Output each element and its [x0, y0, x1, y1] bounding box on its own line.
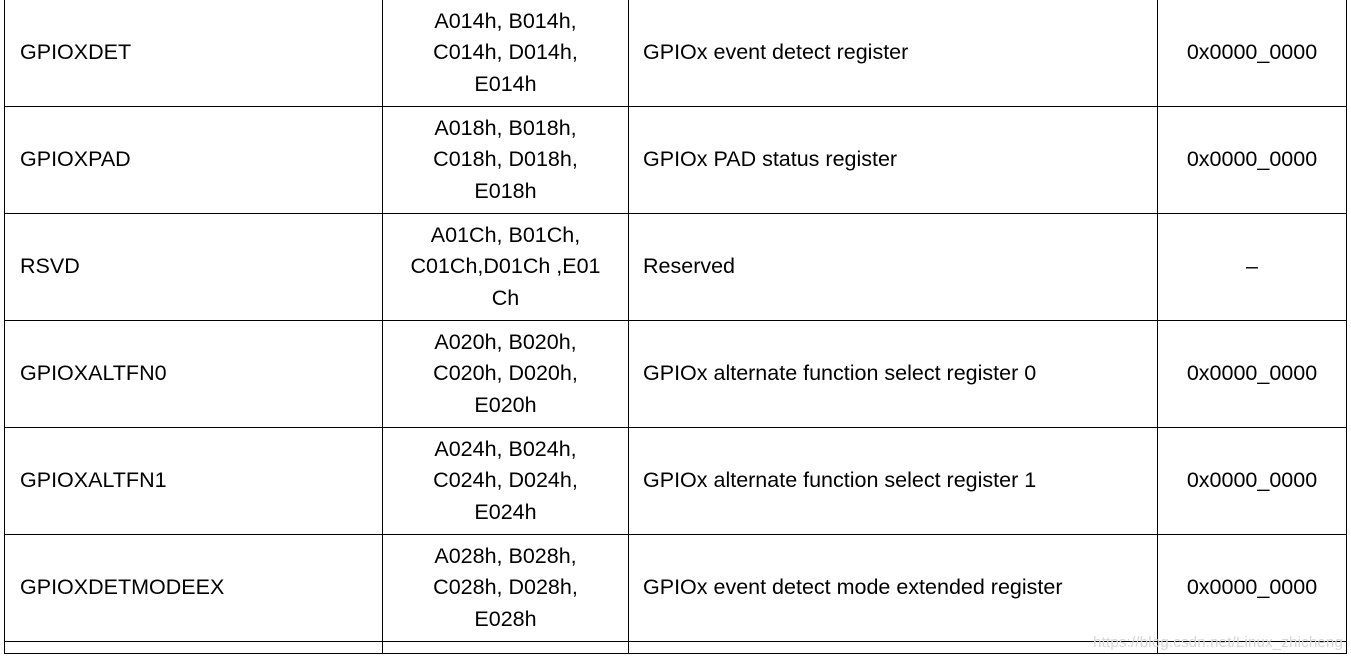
register-description-cell: GPIOx alternate function select register… — [628, 320, 1158, 428]
register-address-cell: A028h, B028h, C028h, D028h, E028h — [382, 534, 629, 642]
register-name-cell: GPIOXDET — [4, 0, 383, 107]
table-row: GPIOXPAD A018h, B018h, C018h, D018h, E018h… — [4, 106, 1347, 214]
address-line: C014h, D014h, — [433, 40, 578, 65]
address-line: E020h — [474, 392, 537, 417]
address-line: E028h — [474, 606, 537, 631]
register-name-cell: GPIOXDETMODEEX — [4, 534, 383, 642]
address-line: C01Ch,D01Ch ,E01 — [410, 254, 601, 279]
register-name-cell: GPIOXPAD — [4, 106, 383, 214]
register-reset-value-cell: 0x0000_0000 — [1157, 320, 1347, 428]
address-line: A018h, B018h, — [434, 115, 577, 140]
table-cell-empty — [628, 641, 1158, 654]
address-line: A014h, B014h, — [434, 8, 577, 33]
register-address-cell: A014h, B014h, C014h, D014h, E014h — [382, 0, 629, 107]
table-row-partial — [4, 641, 1347, 654]
register-address-cell: A024h, B024h, C024h, D024h, E024h — [382, 427, 629, 535]
register-reset-value-cell: – — [1157, 213, 1347, 321]
register-name-cell: GPIOXALTFN0 — [4, 320, 383, 428]
register-description-cell: Reserved — [628, 213, 1158, 321]
register-table: GPIOXDET A014h, B014h, C014h, D014h, E014h… — [4, 0, 1347, 654]
register-reset-value-cell: 0x0000_0000 — [1157, 106, 1347, 214]
register-reset-value-cell: 0x0000_0000 — [1157, 427, 1347, 535]
register-address-cell: A020h, B020h, C020h, D020h, E020h — [382, 320, 629, 428]
register-description-cell: GPIOx alternate function select register… — [628, 427, 1158, 535]
register-reset-value-cell: 0x0000_0000 — [1157, 0, 1347, 107]
register-address-cell: A018h, B018h, C018h, D018h, E018h — [382, 106, 629, 214]
address-line: A020h, B020h, — [434, 329, 577, 354]
address-line: A01Ch, B01Ch, — [430, 222, 581, 247]
address-line: C024h, D024h, — [433, 468, 578, 493]
register-name-cell: GPIOXALTFN1 — [4, 427, 383, 535]
table-row: GPIOXDETMODEEX A028h, B028h, C028h, D028h… — [4, 534, 1347, 642]
address-line: Ch — [491, 285, 520, 310]
table-row: GPIOXALTFN1 A024h, B024h, C024h, D024h, E0… — [4, 427, 1347, 535]
address-line: C020h, D020h, — [433, 361, 578, 386]
address-line: A028h, B028h, — [434, 543, 577, 568]
register-description-cell: GPIOx event detect register — [628, 0, 1158, 107]
address-line: C028h, D028h, — [433, 575, 578, 600]
table-cell-empty — [1157, 641, 1347, 654]
register-reset-value-cell: 0x0000_0000 — [1157, 534, 1347, 642]
address-line: A024h, B024h, — [434, 436, 577, 461]
address-line: E024h — [474, 499, 537, 524]
address-line: C018h, D018h, — [433, 147, 578, 172]
table-cell-empty — [4, 641, 383, 654]
watermark: https://blog.csdn.net/Linux_zhicheng — [1093, 634, 1343, 651]
address-line: E014h — [474, 71, 537, 96]
register-description-cell: GPIOx PAD status register — [628, 106, 1158, 214]
table-cell-empty — [382, 641, 629, 654]
table-row: GPIOXDET A014h, B014h, C014h, D014h, E014h… — [4, 0, 1347, 107]
address-line: E018h — [474, 178, 537, 203]
register-description-cell: GPIOx event detect mode extended registe… — [628, 534, 1158, 642]
table-row: GPIOXALTFN0 A020h, B020h, C020h, D020h, E0… — [4, 320, 1347, 428]
register-name-cell: RSVD — [4, 213, 383, 321]
